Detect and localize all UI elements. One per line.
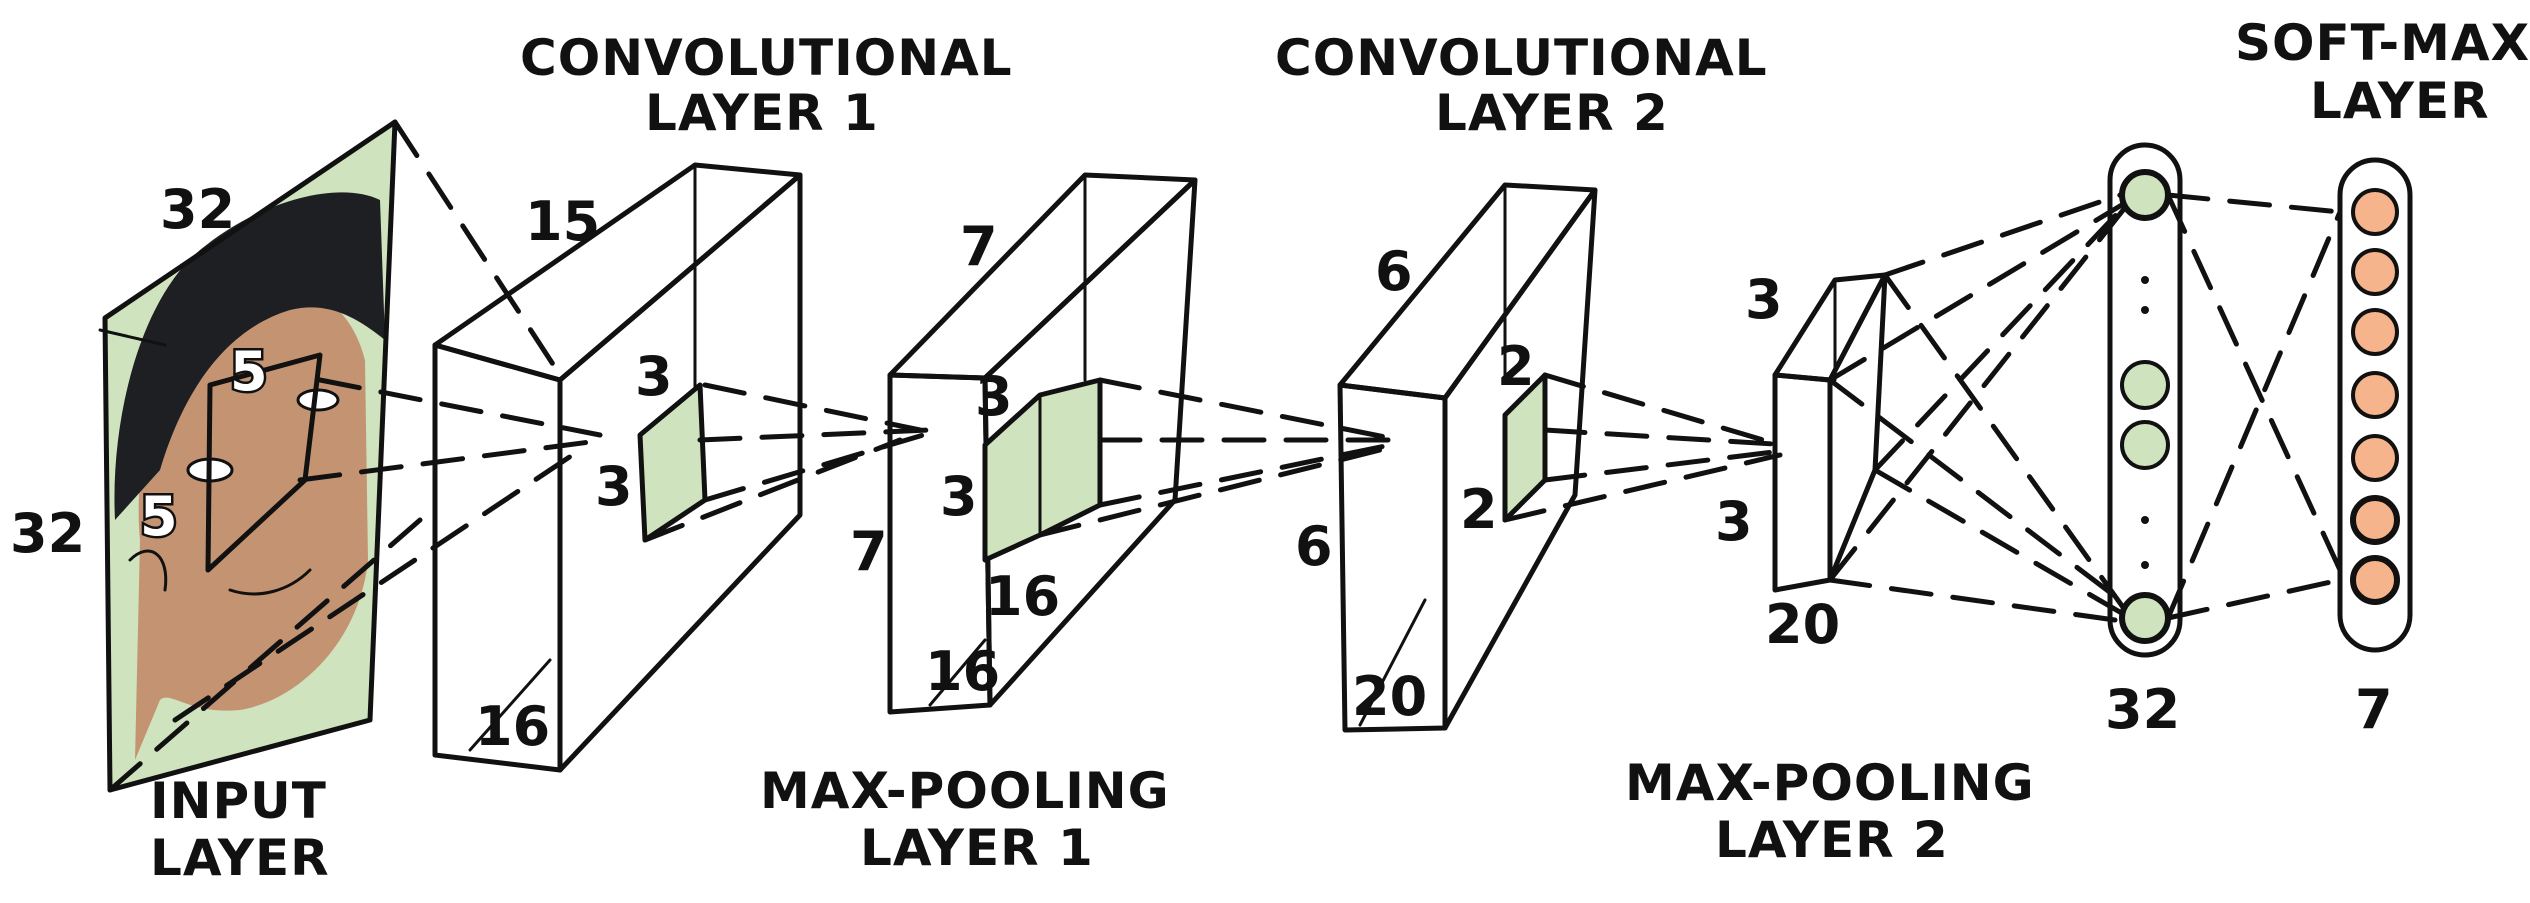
softmax-node <box>2351 371 2399 419</box>
softmax-node <box>2350 555 2400 605</box>
input-to-conv1-connections <box>107 119 608 793</box>
dense-units-label: 32 <box>2105 678 2180 741</box>
pool2-size-side-label: 3 <box>1715 490 1753 553</box>
pool1-size-top-label: 7 <box>960 215 998 278</box>
pool1-title-line2: LAYER 1 <box>860 819 1094 877</box>
dense-node <box>2119 169 2171 221</box>
input-kernel-w-label: 5 <box>230 340 268 403</box>
dense-node <box>2120 420 2170 470</box>
pool2-title-line1: MAX-POOLING <box>1625 754 2035 812</box>
conv2-kernel-w-label: 2 <box>1497 335 1535 398</box>
conv2-title-line2: LAYER 2 <box>1435 84 1669 142</box>
input-layer: 32 32 5 5 INPUT LAYER <box>10 119 398 887</box>
softmax-title-line2: LAYER <box>2310 72 2490 130</box>
conv1-depth-label: 16 <box>475 695 550 758</box>
pool1-block: 7 7 16 3 3 16 MAX-POOLING LAYER 1 <box>760 172 1413 877</box>
input-kernel-h-label: 5 <box>140 485 178 548</box>
softmax-layer: 7 SOFT-MAX LAYER <box>2235 14 2530 741</box>
input-height-label: 32 <box>10 502 85 565</box>
dense-node <box>2119 592 2171 644</box>
conv2-kernel-h-label: 2 <box>1460 478 1498 541</box>
pool1-size-side-label: 7 <box>850 520 888 583</box>
conv1-title-line2: LAYER 1 <box>645 84 879 142</box>
conv2-size-side-label: 6 <box>1295 515 1333 578</box>
softmax-units-label: 7 <box>2355 678 2393 741</box>
dense-node <box>2120 360 2170 410</box>
softmax-node <box>2351 434 2399 482</box>
pool1-kernel-h-label: 3 <box>940 465 978 528</box>
conv2-depth-label: 20 <box>1352 665 1427 728</box>
input-width-label: 32 <box>160 178 235 241</box>
pool1-depth-label: 16 <box>925 640 1000 703</box>
pool1-title-line1: MAX-POOLING <box>760 762 1170 820</box>
pool2-block: 3 3 20 MAX-POOLING LAYER 2 <box>1625 187 2138 869</box>
conv1-kernel-w-label: 3 <box>635 345 673 408</box>
pool1-kernel <box>985 380 1100 560</box>
conv1-title-line1: CONVOLUTIONAL <box>520 29 1013 87</box>
pool2-title-line2: LAYER 2 <box>1715 811 1949 869</box>
softmax-node <box>2351 248 2399 296</box>
softmax-node <box>2351 308 2399 356</box>
input-face-illustration <box>114 192 385 760</box>
conv1-kernel-h-label: 3 <box>595 455 633 518</box>
conv1-block: 15 16 3 3 CONVOLUTIONAL LAYER 1 <box>432 29 1013 773</box>
conv2-kernel <box>1505 375 1545 520</box>
pool2-depth-label: 20 <box>1765 593 1840 656</box>
pool1-kernel-w-label: 3 <box>975 365 1013 428</box>
softmax-node <box>2350 495 2400 545</box>
conv2-block: 6 6 20 2 2 CONVOLUTIONAL LAYER 2 <box>1275 29 1793 733</box>
conv2-title-line1: CONVOLUTIONAL <box>1275 29 1768 87</box>
pool1-kernel-depth-label: 16 <box>985 565 1060 628</box>
softmax-node <box>2351 188 2399 236</box>
input-layer-title-line2: LAYER <box>150 829 330 887</box>
pool2-size-top-label: 3 <box>1745 268 1783 331</box>
input-layer-title-line1: INPUT <box>150 772 327 830</box>
conv2-size-top-label: 6 <box>1375 240 1413 303</box>
conv1-size-label: 15 <box>525 190 600 253</box>
dense-layer: 32 <box>2105 142 2343 741</box>
softmax-title-line1: SOFT-MAX <box>2235 14 2530 72</box>
